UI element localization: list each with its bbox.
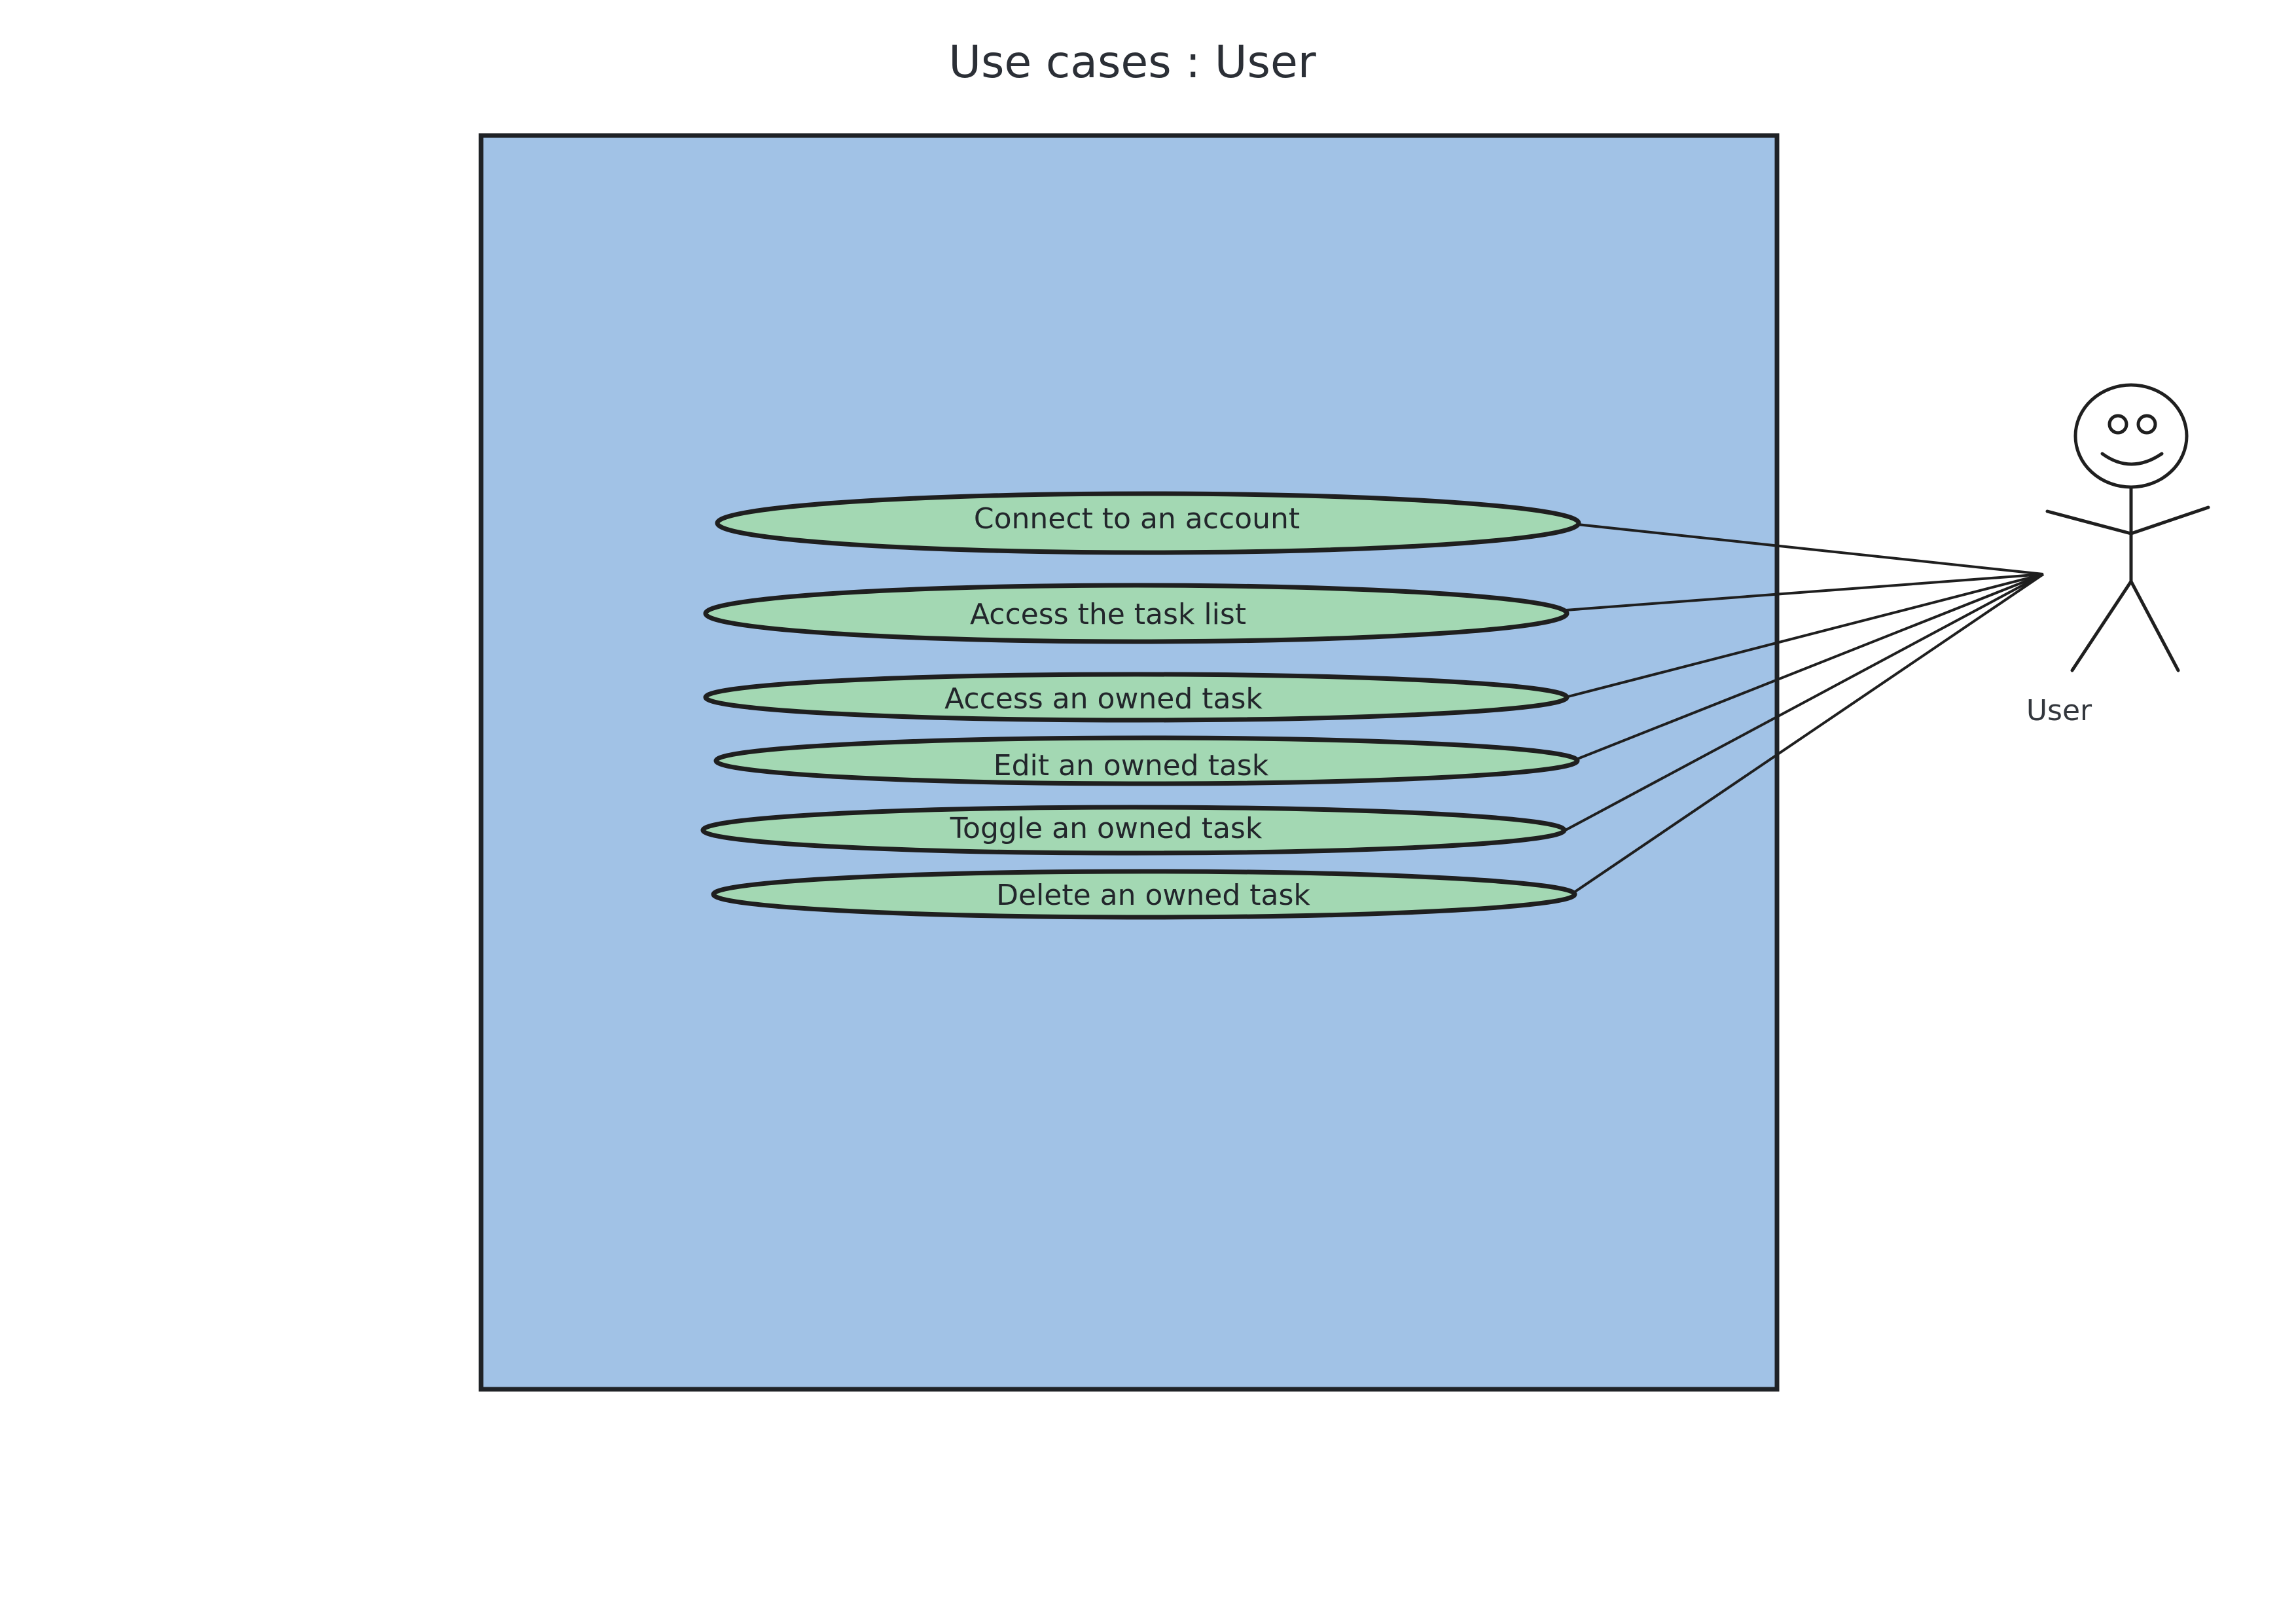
use-case-ellipse[interactable] [703, 672, 1570, 723]
use-case-access[interactable]: Access an owned task [703, 672, 1570, 723]
use-case-label: Delete an owned task [996, 879, 1310, 912]
use-case-ellipse[interactable] [700, 805, 1567, 856]
use-case-ellipse[interactable] [715, 491, 1581, 555]
use-case-connect[interactable]: Connect to an account [715, 491, 1581, 555]
actor-user[interactable]: User [2026, 383, 2210, 727]
use-case-delete[interactable]: Delete an owned task [711, 869, 1577, 920]
actor-label: User [2026, 694, 2092, 727]
use-case-toggle[interactable]: Toggle an owned task [700, 805, 1567, 856]
use-case-edit[interactable]: Edit an owned task [713, 735, 1580, 786]
actor-eye-left [2108, 414, 2128, 435]
actor-arm-right [2129, 505, 2210, 536]
actor-leg-right [2129, 579, 2180, 672]
use-case-label: Connect to an account [974, 502, 1300, 536]
use-case-ellipse[interactable] [711, 869, 1577, 920]
association-lines [1562, 523, 2045, 895]
association-line-delete[interactable] [1571, 573, 2045, 895]
actor-leg-left [2070, 579, 2133, 672]
association-line-toggle[interactable] [1562, 573, 2044, 833]
use-case-label: Access the task list [970, 598, 1246, 631]
use-case-list[interactable]: Access the task list [703, 583, 1570, 644]
stick-figure-icon [2045, 383, 2210, 672]
actor-arm-left [2045, 509, 2133, 536]
use-case-label: Toggle an owned task [950, 812, 1263, 845]
use-case-ellipse[interactable] [713, 735, 1580, 786]
use-case-label: Edit an owned task [994, 749, 1269, 782]
actor-head [2073, 383, 2189, 489]
actor-eye-right [2136, 414, 2157, 435]
actor-smile [2100, 452, 2164, 466]
use-case-label: Access an owned task [944, 682, 1263, 716]
association-line-list[interactable] [1565, 573, 2044, 611]
association-line-edit[interactable] [1575, 573, 2044, 761]
association-line-connect[interactable] [1577, 523, 2044, 575]
diagram-title: Use cases : User [948, 37, 1316, 88]
use-case-ellipse[interactable] [703, 583, 1570, 644]
association-line-access[interactable] [1565, 573, 2044, 699]
